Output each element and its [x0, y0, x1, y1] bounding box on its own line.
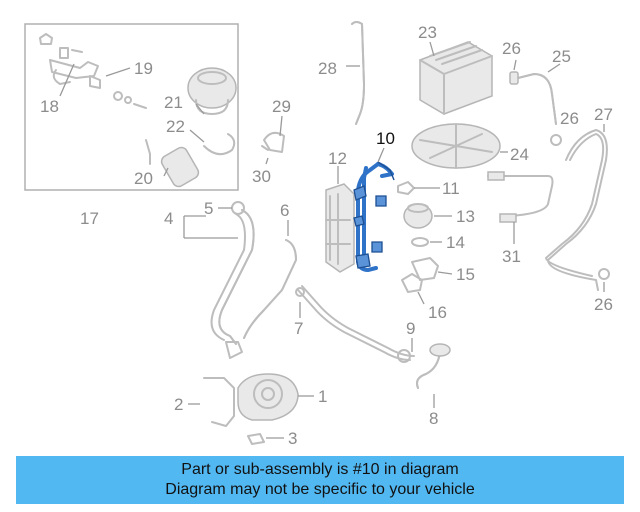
callout-12: 12 [328, 149, 347, 168]
callout-24: 24 [510, 145, 529, 164]
inset-parts [39, 33, 237, 188]
callout-10: 10 [376, 129, 395, 148]
callout-2: 2 [174, 395, 183, 414]
callout-20: 20 [134, 169, 153, 188]
parts-diagram: 1 2 3 4 5 6 7 8 9 10 11 12 13 14 15 16 1… [24, 21, 613, 448]
callout-30: 30 [252, 167, 271, 186]
callout-25: 25 [552, 47, 571, 66]
callout-29: 29 [272, 97, 291, 116]
part-28 [346, 21, 365, 125]
callout-26-mid: 26 [560, 109, 579, 128]
banner-line-part-info: Part or sub-assembly is #10 in diagram [181, 461, 459, 478]
info-banner: Part or sub-assembly is #10 in diagram D… [16, 456, 624, 504]
callout-15: 15 [456, 265, 475, 284]
part-8-9 [411, 338, 451, 408]
part-6 [243, 220, 297, 339]
callout-28: 28 [318, 59, 337, 78]
callout-31: 31 [502, 247, 521, 266]
callout-26-top: 26 [502, 39, 521, 58]
callout-18: 18 [40, 97, 59, 116]
callout-19: 19 [134, 59, 153, 78]
callout-16: 16 [428, 303, 447, 322]
callout-23: 23 [418, 23, 437, 42]
callout-6: 6 [280, 201, 289, 220]
callout-5: 5 [204, 199, 213, 218]
inset-box-17 [24, 23, 239, 191]
callout-labels: 1 2 3 4 5 6 7 8 9 10 11 12 13 14 15 16 1… [40, 23, 613, 448]
callout-8: 8 [429, 409, 438, 428]
part-11-16 [397, 181, 453, 305]
callout-11: 11 [442, 179, 460, 198]
callout-26-bottom: 26 [594, 295, 613, 314]
part-10-highlighted [353, 147, 395, 272]
part-4-5 [183, 201, 255, 359]
callout-22: 22 [166, 117, 185, 136]
part-23 [419, 41, 493, 115]
part-27 [545, 124, 610, 292]
part-12 [325, 166, 355, 273]
callout-21: 21 [164, 93, 183, 112]
part-24 [411, 123, 508, 169]
part-25 [509, 59, 562, 146]
callout-3: 3 [288, 429, 297, 448]
part-1-2-3 [188, 373, 314, 445]
callout-17: 17 [80, 209, 99, 228]
callout-27: 27 [594, 105, 613, 124]
part-31 [487, 171, 554, 244]
callout-1: 1 [318, 387, 327, 406]
callout-7: 7 [294, 319, 303, 338]
callout-14: 14 [446, 233, 465, 252]
banner-line-disclaimer: Diagram may not be specific to your vehi… [165, 481, 475, 498]
callout-4: 4 [164, 209, 173, 228]
callout-13: 13 [456, 207, 475, 226]
callout-9: 9 [406, 319, 415, 338]
part-7 [295, 285, 415, 363]
part-29-30 [261, 115, 285, 165]
